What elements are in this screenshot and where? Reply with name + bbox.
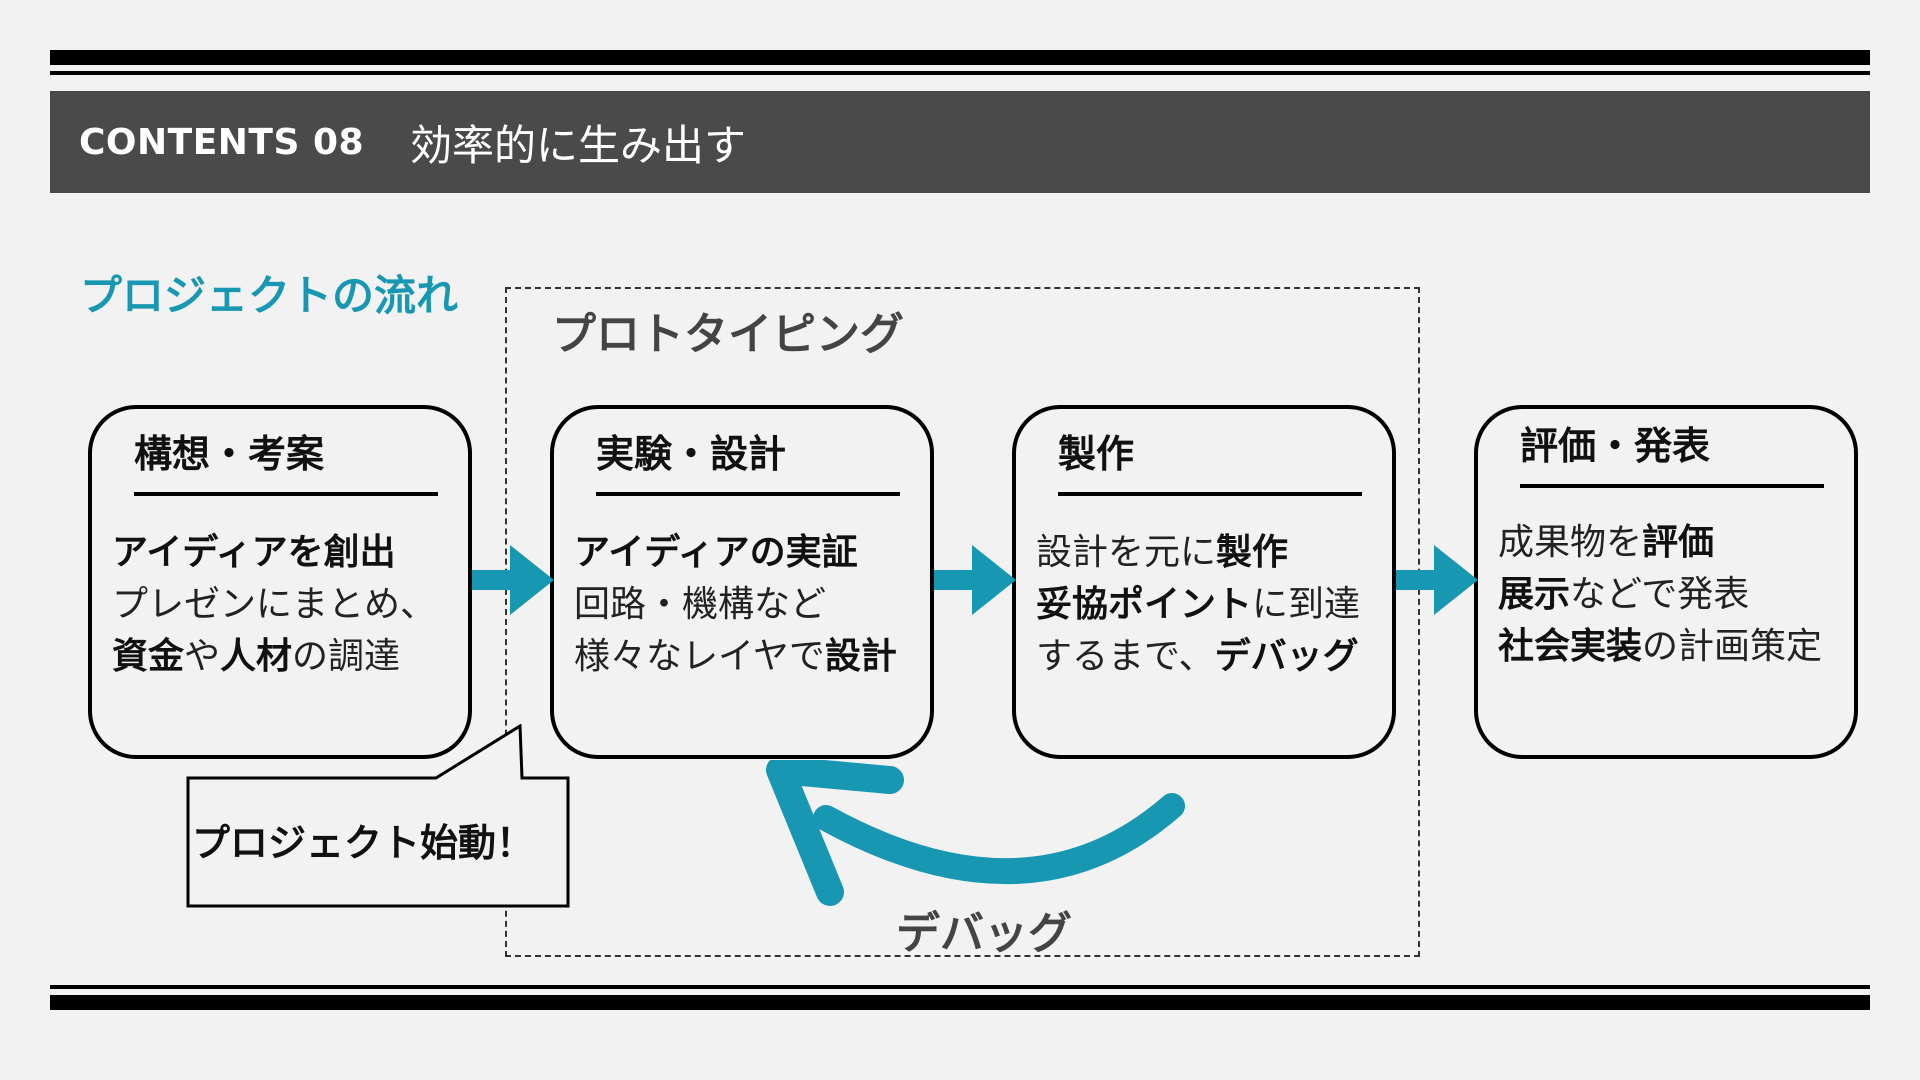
debug-loop-label: デバッグ: [896, 908, 1072, 959]
contents-code: CONTENTS 08: [79, 121, 365, 163]
stage-body: 成果物を評価展示などで発表社会実装の計画策定: [1498, 517, 1846, 673]
callout-text: プロジェクト始動！: [192, 821, 535, 865]
stage-line: プレゼンにまとめ、: [112, 579, 460, 631]
page-title: 効率的に生み出す: [410, 120, 747, 170]
stage-divider: [1058, 492, 1362, 496]
flow-arrow-2: [934, 545, 1016, 615]
stage-title: 製作: [1058, 432, 1135, 476]
stage-title: 評価・発表: [1520, 424, 1711, 468]
flow-title: プロジェクトの流れ: [80, 271, 459, 320]
stage-text: や: [184, 636, 221, 677]
stage-line: 設計を元に製作: [1036, 527, 1384, 579]
stage-title: 構想・考案: [134, 432, 325, 476]
stage-line: 妥協ポイントに到達: [1036, 579, 1384, 631]
stage-text-bold: 評価: [1642, 522, 1715, 563]
stage-text: の調達: [292, 636, 401, 677]
stage-experiment-design: 実験・設計 アイディアの実証回路・機構など様々なレイヤで設計: [550, 405, 934, 759]
bottom-rule-thin: [50, 985, 1870, 989]
stage-body: 設計を元に製作妥協ポイントに到達するまで、デバッグ: [1036, 527, 1384, 683]
stage-text: などで発表: [1570, 574, 1750, 615]
stage-line: 資金や人材の調達: [112, 631, 460, 683]
stage-line: 回路・機構など: [574, 579, 922, 631]
stage-text: 回路・機構など: [574, 584, 827, 625]
stage-text-bold: アイディアを創出: [112, 532, 396, 573]
stage-divider: [134, 492, 438, 496]
top-rule-thick: [50, 50, 1870, 65]
top-rule-thin: [50, 71, 1870, 75]
stage-text-bold: 製作: [1216, 532, 1289, 573]
stage-divider: [596, 492, 900, 496]
stage-text: の計画策定: [1642, 626, 1823, 667]
stage-text-bold: アイディアの実証: [574, 532, 858, 573]
stage-body: アイディアを創出プレゼンにまとめ、資金や人材の調達: [112, 527, 460, 683]
stage-line: アイディアの実証: [574, 527, 922, 579]
stage-ideation: 構想・考案 アイディアを創出プレゼンにまとめ、資金や人材の調達: [88, 405, 472, 759]
stage-title: 実験・設計: [596, 432, 787, 476]
stage-text-bold: 人材: [220, 636, 293, 677]
stage-text-bold: 展示: [1498, 574, 1571, 615]
stage-line: アイディアを創出: [112, 527, 460, 579]
flow-arrow-3: [1396, 545, 1478, 615]
stage-text: 設計を元に: [1036, 532, 1217, 573]
stage-line: 展示などで発表: [1498, 569, 1846, 621]
debug-loop-arrow: [766, 760, 1185, 906]
prototyping-frame: [505, 287, 1420, 957]
stage-divider: [1520, 484, 1824, 488]
stage-text-bold: 妥協ポイント: [1036, 584, 1253, 625]
stage-body: アイディアの実証回路・機構など様々なレイヤで設計: [574, 527, 922, 683]
stage-text: 様々なレイヤで: [574, 636, 825, 677]
bottom-rule-thick: [50, 995, 1870, 1010]
stage-text-bold: 社会実装: [1498, 626, 1643, 667]
stage-line: 社会実装の計画策定: [1498, 621, 1846, 673]
stage-text-bold: 設計: [824, 636, 897, 677]
stage-text: するまで、: [1036, 636, 1215, 677]
stage-line: 成果物を評価: [1498, 517, 1846, 569]
stage-line: 様々なレイヤで設計: [574, 631, 922, 683]
stage-text-bold: デバッグ: [1214, 636, 1359, 677]
flow-arrow-1: [472, 545, 554, 615]
callout-bubble: [186, 724, 570, 908]
stage-text: 成果物を: [1498, 522, 1643, 563]
stage-production: 製作 設計を元に製作妥協ポイントに到達するまで、デバッグ: [1012, 405, 1396, 759]
prototyping-label: プロトタイピング: [552, 309, 904, 360]
header-bar: CONTENTS 08 効率的に生み出す: [50, 91, 1870, 193]
stage-text: に到達: [1252, 584, 1361, 625]
stage-text: プレゼンにまとめ、: [112, 584, 437, 625]
stage-line: するまで、デバッグ: [1036, 631, 1384, 683]
stage-text-bold: 資金: [112, 636, 185, 677]
stage-evaluation-presentation: 評価・発表 成果物を評価展示などで発表社会実装の計画策定: [1474, 405, 1858, 759]
